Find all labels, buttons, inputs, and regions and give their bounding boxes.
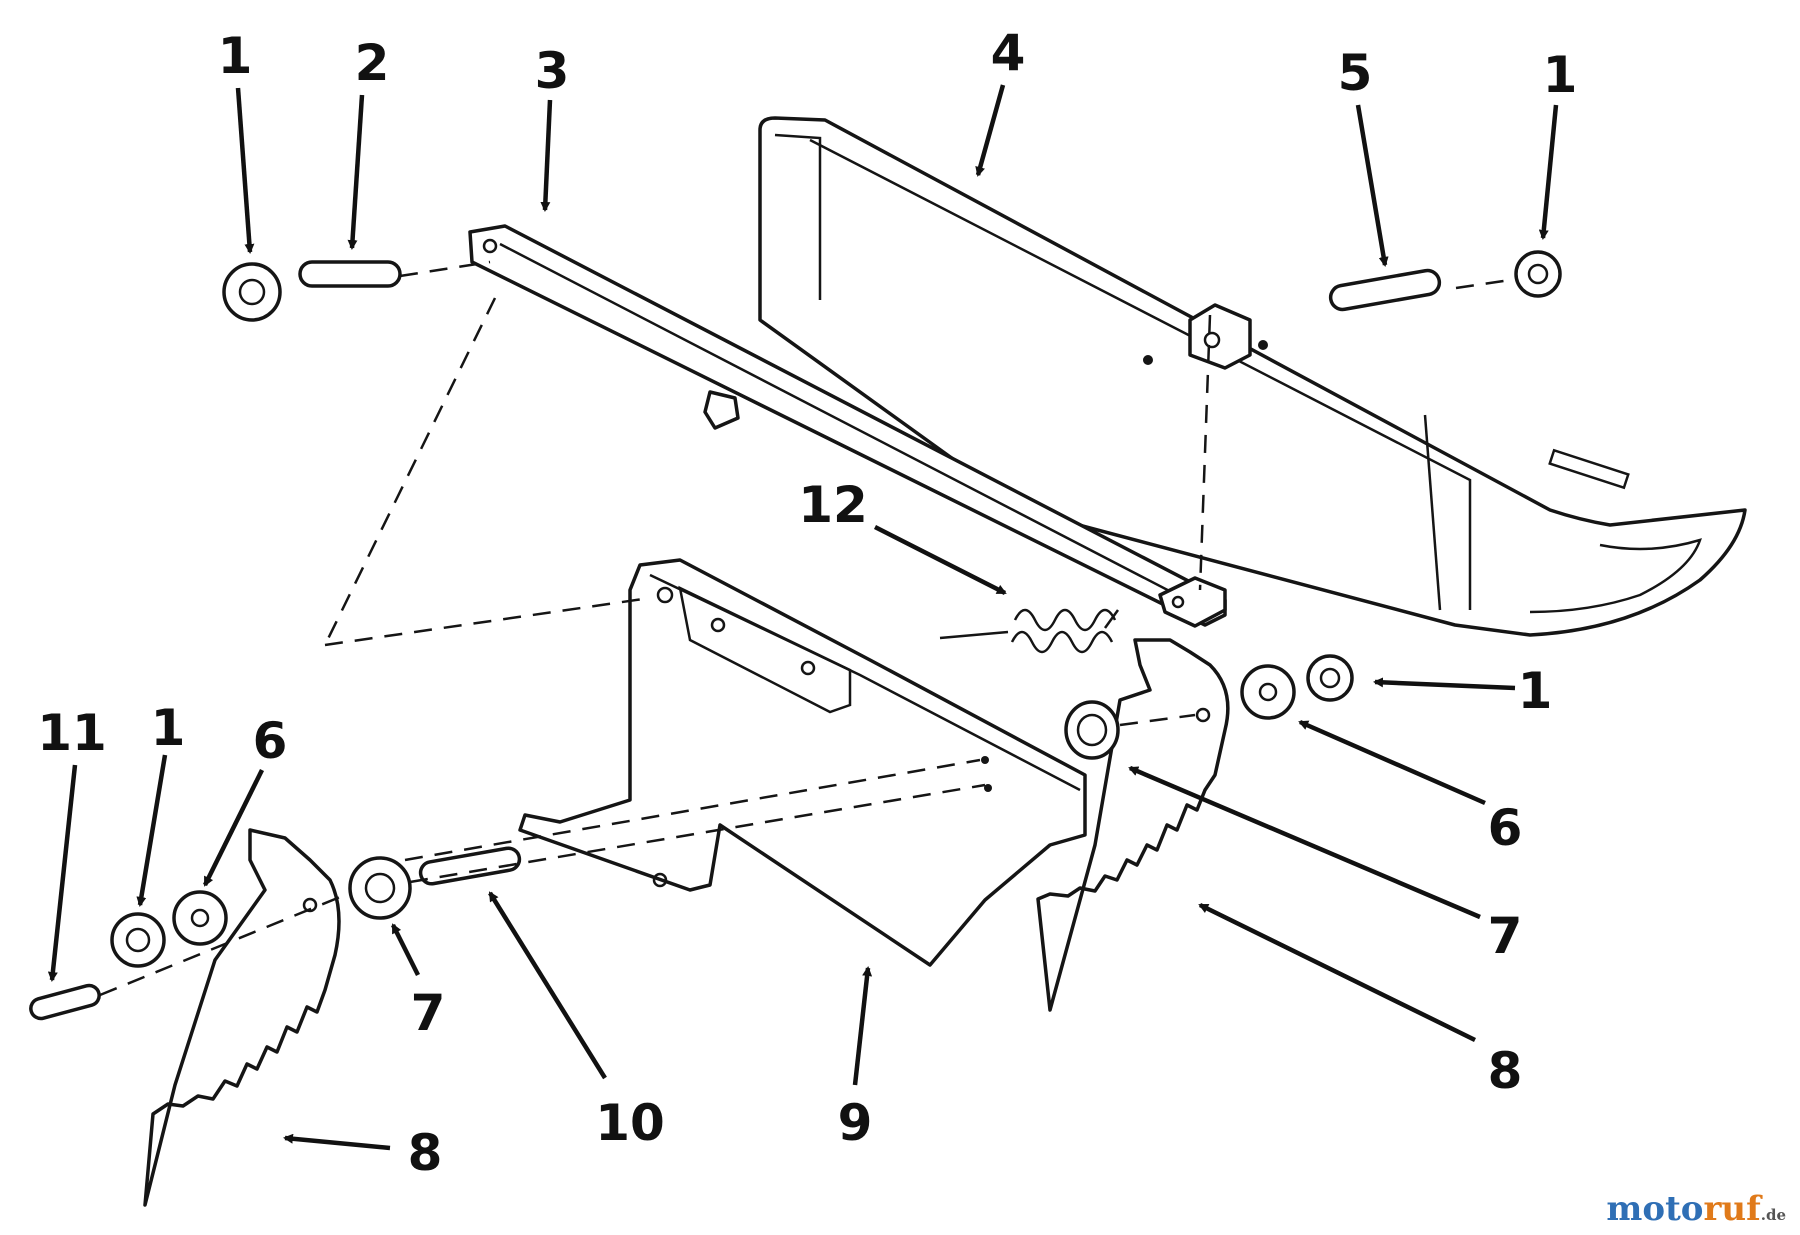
callout-label: 9 bbox=[838, 1094, 873, 1152]
washer-left bbox=[172, 890, 228, 946]
callout-label: 1 bbox=[151, 699, 186, 757]
lock-nut-top-left bbox=[222, 262, 282, 322]
callout-label: 1 bbox=[1518, 662, 1553, 720]
callout-label: 4 bbox=[991, 24, 1026, 82]
callout-label: 12 bbox=[798, 476, 868, 534]
callout-label: 1 bbox=[218, 27, 253, 85]
lock-nut-left bbox=[110, 912, 166, 968]
callout-label: 7 bbox=[1488, 907, 1523, 965]
callout-label: 6 bbox=[1488, 799, 1523, 857]
blade-guard-housing bbox=[758, 116, 1747, 637]
pin-top-left bbox=[298, 260, 402, 288]
right-pawl bbox=[1036, 638, 1230, 1012]
callout-label: 8 bbox=[408, 1124, 443, 1182]
assembly-lines bbox=[99, 260, 1511, 997]
callout-label: 6 bbox=[253, 712, 288, 770]
callout-label: 7 bbox=[411, 984, 446, 1042]
watermark-part-a: moto bbox=[1606, 1189, 1704, 1229]
lock-nut-top-right bbox=[1514, 250, 1562, 298]
support-arm bbox=[468, 224, 1227, 628]
lock-nut-right bbox=[1306, 654, 1354, 702]
bushing-right bbox=[1064, 700, 1120, 760]
watermark-part-b: ruf bbox=[1703, 1189, 1761, 1229]
roll-pin-left bbox=[29, 983, 101, 1021]
watermark-suffix: .de bbox=[1760, 1206, 1786, 1224]
callout-label: 10 bbox=[595, 1094, 665, 1152]
callout-label: 11 bbox=[37, 704, 107, 762]
callout-arrows bbox=[47, 84, 1559, 1151]
guard-bracket bbox=[518, 558, 1087, 967]
callout-label: 3 bbox=[535, 42, 570, 100]
callout-label: 1 bbox=[1543, 46, 1578, 104]
callout-label: 8 bbox=[1488, 1042, 1523, 1100]
watermark-logo: motoruf.de bbox=[1606, 1189, 1786, 1229]
callout-label: 2 bbox=[355, 34, 390, 92]
spring bbox=[939, 608, 1120, 654]
pin-top-right bbox=[1328, 268, 1442, 312]
washer-right bbox=[1240, 664, 1296, 720]
bushing-left bbox=[348, 856, 412, 920]
callout-label: 5 bbox=[1338, 44, 1373, 102]
left-pawl bbox=[143, 828, 341, 1207]
